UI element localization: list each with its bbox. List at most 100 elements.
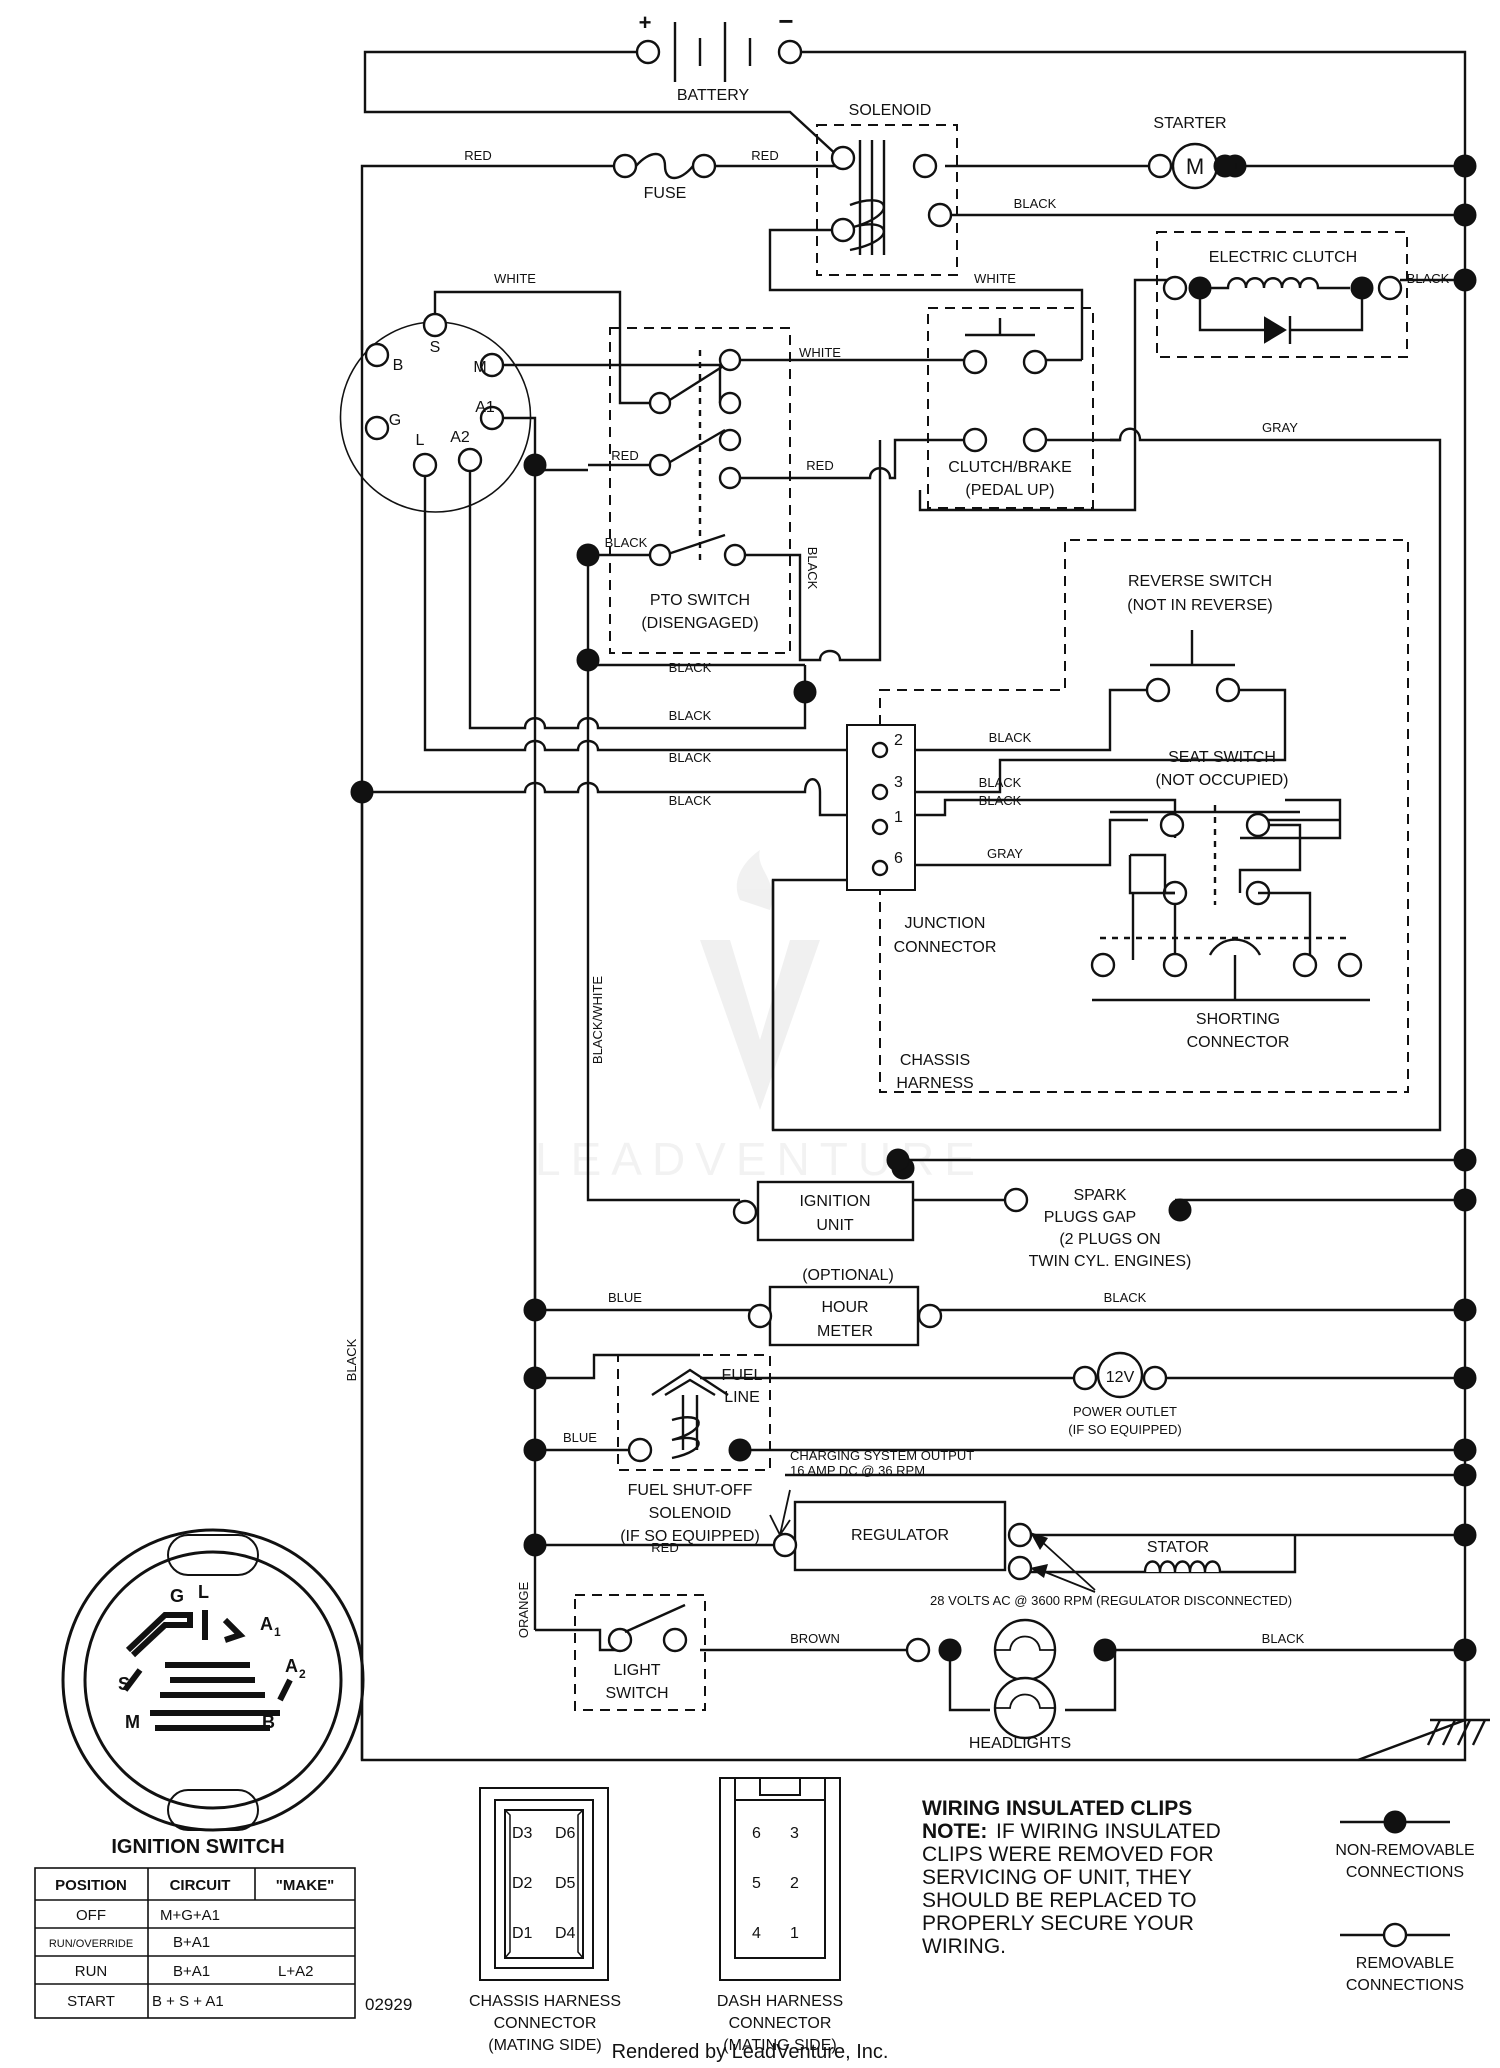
optional-label: (OPTIONAL) <box>802 1267 894 1284</box>
headlights-label: HEADLIGHTS <box>969 1735 1071 1752</box>
table-row-2-position: RUN <box>75 1963 108 1980</box>
reverse-switch-label: REVERSE SWITCH <box>1128 573 1272 590</box>
shorting-connector-label: CONNECTOR <box>1187 1034 1290 1051</box>
junction-label: JUNCTION <box>905 915 986 932</box>
table-row-2-extra: L+A2 <box>278 1963 313 1980</box>
line-label: LINE <box>724 1389 760 1406</box>
starter: M STARTER <box>1147 115 1247 190</box>
wire-black-11: BLACK <box>669 793 712 808</box>
dash-pin-6: 6 <box>752 1825 761 1842</box>
fuel-if-equipped-label: (IF SO EQUIPPED) <box>620 1528 760 1545</box>
headlights: HEADLIGHTS <box>905 1618 1117 1752</box>
pto-disengaged-label: (DISENGAGED) <box>641 615 758 632</box>
wire-labels: RED RED BLACK WHITE WHITE BLACK WHITE GR… <box>344 148 1450 1646</box>
spark-label-1: SPARK <box>1073 1187 1126 1204</box>
starter-m: M <box>1186 154 1204 179</box>
wires <box>360 50 1490 1762</box>
light-label: LIGHT <box>613 1662 660 1679</box>
dash-pin-2: 2 <box>790 1875 799 1892</box>
note-line-2: SERVICING OF UNIT, THEY <box>922 1866 1192 1889</box>
chassis-connector-label-2: CONNECTOR <box>494 2015 597 2032</box>
legend-non-removable-2: CONNECTIONS <box>1346 1864 1464 1881</box>
table-header-circuit: CIRCUIT <box>170 1877 231 1894</box>
power-outlet-label: POWER OUTLET <box>1073 1404 1177 1419</box>
switch-face-g: G <box>170 1586 184 1606</box>
battery: + − BATTERY <box>635 6 803 104</box>
ignition-switch-title: IGNITION SWITCH <box>111 1836 284 1858</box>
volts-ac-label: 28 VOLTS AC @ 3600 RPM (REGULATOR DISCON… <box>930 1593 1292 1608</box>
wire-blue-1: BLUE <box>608 1290 642 1305</box>
table-row-3-position: START <box>67 1993 115 2010</box>
wire-black-3: BLACK <box>605 535 648 550</box>
table-row-0-position: OFF <box>76 1907 106 1924</box>
clutch-brake-label: CLUTCH/BRAKE <box>948 459 1072 476</box>
dash-harness-connector: 6 3 5 2 4 1 DASH HARNESS CONNECTOR (MATI… <box>717 1777 843 2054</box>
table-header-position: POSITION <box>55 1877 127 1894</box>
harness-label: HARNESS <box>896 1075 973 1092</box>
terminal-m: M <box>473 359 486 376</box>
light-switch-label: SWITCH <box>605 1685 668 1702</box>
wire-black-white: BLACK/WHITE <box>590 976 605 1064</box>
power-outlet-equipped-label: (IF SO EQUIPPED) <box>1068 1422 1181 1437</box>
switch-face-l: L <box>198 1582 209 1602</box>
legend-removable-1: REMOVABLE <box>1356 1955 1454 1972</box>
chassis-pin-d2: D2 <box>512 1875 533 1892</box>
terminal-s: S <box>430 339 441 356</box>
electric-clutch-label: ELECTRIC CLUTCH <box>1209 249 1357 266</box>
regulator: CHARGING SYSTEM OUTPUT 16 AMP DC @ 36 RP… <box>769 1448 1292 1608</box>
chassis-pin-d5: D5 <box>555 1875 576 1892</box>
pto-switch-label: PTO SWITCH <box>650 592 750 609</box>
hour-meter: (OPTIONAL) HOUR METER <box>747 1267 943 1347</box>
power-outlet: 12V POWER OUTLET (IF SO EQUIPPED) <box>1068 1351 1182 1437</box>
fuse: FUSE <box>612 152 717 202</box>
charging-label-2: 16 AMP DC @ 36 RPM <box>790 1463 925 1478</box>
ignition-unit-label-2: UNIT <box>816 1217 854 1234</box>
note-title: WIRING INSULATED CLIPS <box>922 1797 1192 1820</box>
table-row-0-circuit: M+G+A1 <box>160 1907 220 1924</box>
chassis-pin-d3: D3 <box>512 1825 533 1842</box>
chassis-connector-label-3: (MATING SIDE) <box>488 2037 601 2054</box>
regulator-label: REGULATOR <box>851 1527 949 1544</box>
wire-black-1: BLACK <box>1014 196 1057 211</box>
wire-black-5: BLACK <box>669 660 712 675</box>
chassis-pin-d1: D1 <box>512 1925 533 1942</box>
table-header-make: "MAKE" <box>276 1877 334 1894</box>
stator-label: STATOR <box>1147 1539 1209 1556</box>
ignition-switch-terminals: B S M A1 A2 L G <box>339 312 532 513</box>
wire-brown: BROWN <box>790 1631 840 1646</box>
spark-label-4: TWIN CYL. ENGINES) <box>1029 1253 1192 1270</box>
legend-removable-2: CONNECTIONS <box>1346 1977 1464 1994</box>
note-label: NOTE: <box>922 1820 987 1843</box>
rendered-by: Rendered by LeadVenture, Inc. <box>612 2041 889 2063</box>
terminal-l: L <box>416 432 425 449</box>
dash-connector-label-3: (MATING SIDE) <box>723 2037 836 2054</box>
dash-connector-label-1: DASH HARNESS <box>717 1993 843 2010</box>
note-line-4: PROPERLY SECURE YOUR <box>922 1912 1194 1935</box>
wire-red-2: RED <box>751 148 778 163</box>
table-row-1-position: RUN/OVERRIDE <box>49 1938 133 1950</box>
ignition-unit-label-1: IGNITION <box>799 1193 870 1210</box>
dash-pin-4: 4 <box>752 1925 761 1942</box>
wire-black-8: BLACK <box>669 750 712 765</box>
table-row-3-circuit: B + S + A1 <box>152 1993 224 2010</box>
wire-black-10: BLACK <box>979 793 1022 808</box>
electric-clutch: ELECTRIC CLUTCH <box>1156 231 1408 358</box>
pedal-up-label: (PEDAL UP) <box>965 482 1054 499</box>
part-number: 02929 <box>365 1995 412 2014</box>
switch-face-a2: A <box>285 1656 298 1676</box>
wire-white-1: WHITE <box>494 271 536 286</box>
not-in-reverse-label: (NOT IN REVERSE) <box>1127 597 1273 614</box>
wire-red-3: RED <box>611 448 638 463</box>
note-line-3: SHOULD BE REPLACED TO <box>922 1889 1197 1912</box>
switch-face-a1-sub: 1 <box>274 1625 281 1639</box>
fuel-shutoff-solenoid: FUEL LINE FUEL SHUT-OFF SOLENOID (IF SO … <box>617 1354 771 1545</box>
legend-non-removable-1: NON-REMOVABLE <box>1335 1842 1474 1859</box>
table-row-1-circuit: B+A1 <box>173 1934 210 1951</box>
not-occupied-label: (NOT OCCUPIED) <box>1155 772 1288 789</box>
note-line-5: WIRING. <box>922 1935 1006 1958</box>
wire-orange: ORANGE <box>516 1582 531 1639</box>
wire-black-12: BLACK <box>1104 1290 1147 1305</box>
solenoid-label: SOLENOID <box>849 102 932 119</box>
battery-plus: + <box>639 10 652 35</box>
wire-red-5: RED <box>651 1540 678 1555</box>
